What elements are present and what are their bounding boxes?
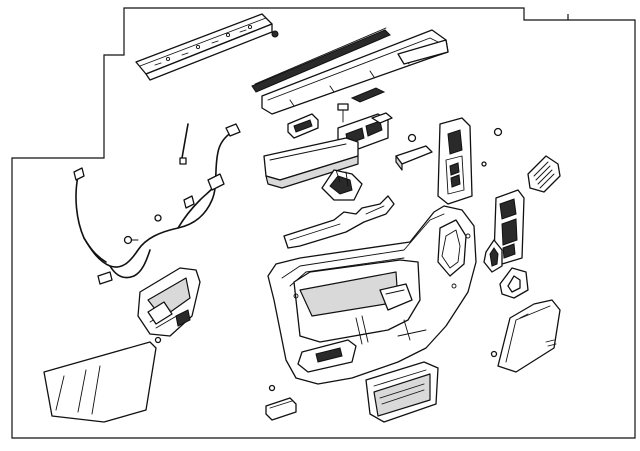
screw-fastener xyxy=(407,133,417,143)
wiring-harness xyxy=(73,123,241,285)
inner-door-handle xyxy=(287,113,319,139)
pull-handle xyxy=(321,169,363,201)
antenna-rod xyxy=(179,123,189,165)
switch-bracket xyxy=(395,145,433,171)
clip-fastener-2 xyxy=(481,161,487,167)
switch-panel xyxy=(437,117,473,205)
clip-fastener-3 xyxy=(490,350,498,358)
clip-fastener-5 xyxy=(154,336,162,344)
clip-fastener-4 xyxy=(154,214,162,222)
storage-pocket xyxy=(365,361,439,423)
screw-fastener-2 xyxy=(493,127,503,137)
vapor-barrier xyxy=(283,195,395,249)
upper-trim-rail xyxy=(135,13,273,81)
mirror-sail-panel xyxy=(497,299,561,373)
window-switch xyxy=(493,189,525,265)
reflector-lamp xyxy=(499,267,529,299)
armrest xyxy=(263,137,359,189)
trim-bracket-module xyxy=(137,267,201,337)
diagram-border xyxy=(11,7,636,439)
sail-clip xyxy=(545,339,557,347)
window-sealing-strip xyxy=(251,27,391,93)
speaker-grille xyxy=(527,155,561,193)
bolt-fastener xyxy=(123,235,139,245)
screw-fastener-3 xyxy=(268,384,276,392)
clip-fastener xyxy=(271,30,279,38)
small-bracket xyxy=(350,87,386,103)
trim-molding xyxy=(261,29,449,115)
glass-panel xyxy=(43,341,157,423)
door-trim-panel xyxy=(267,205,477,385)
courtesy-lamp xyxy=(265,397,297,421)
speaker-bezel xyxy=(483,239,503,273)
push-pin-fastener xyxy=(337,103,349,123)
